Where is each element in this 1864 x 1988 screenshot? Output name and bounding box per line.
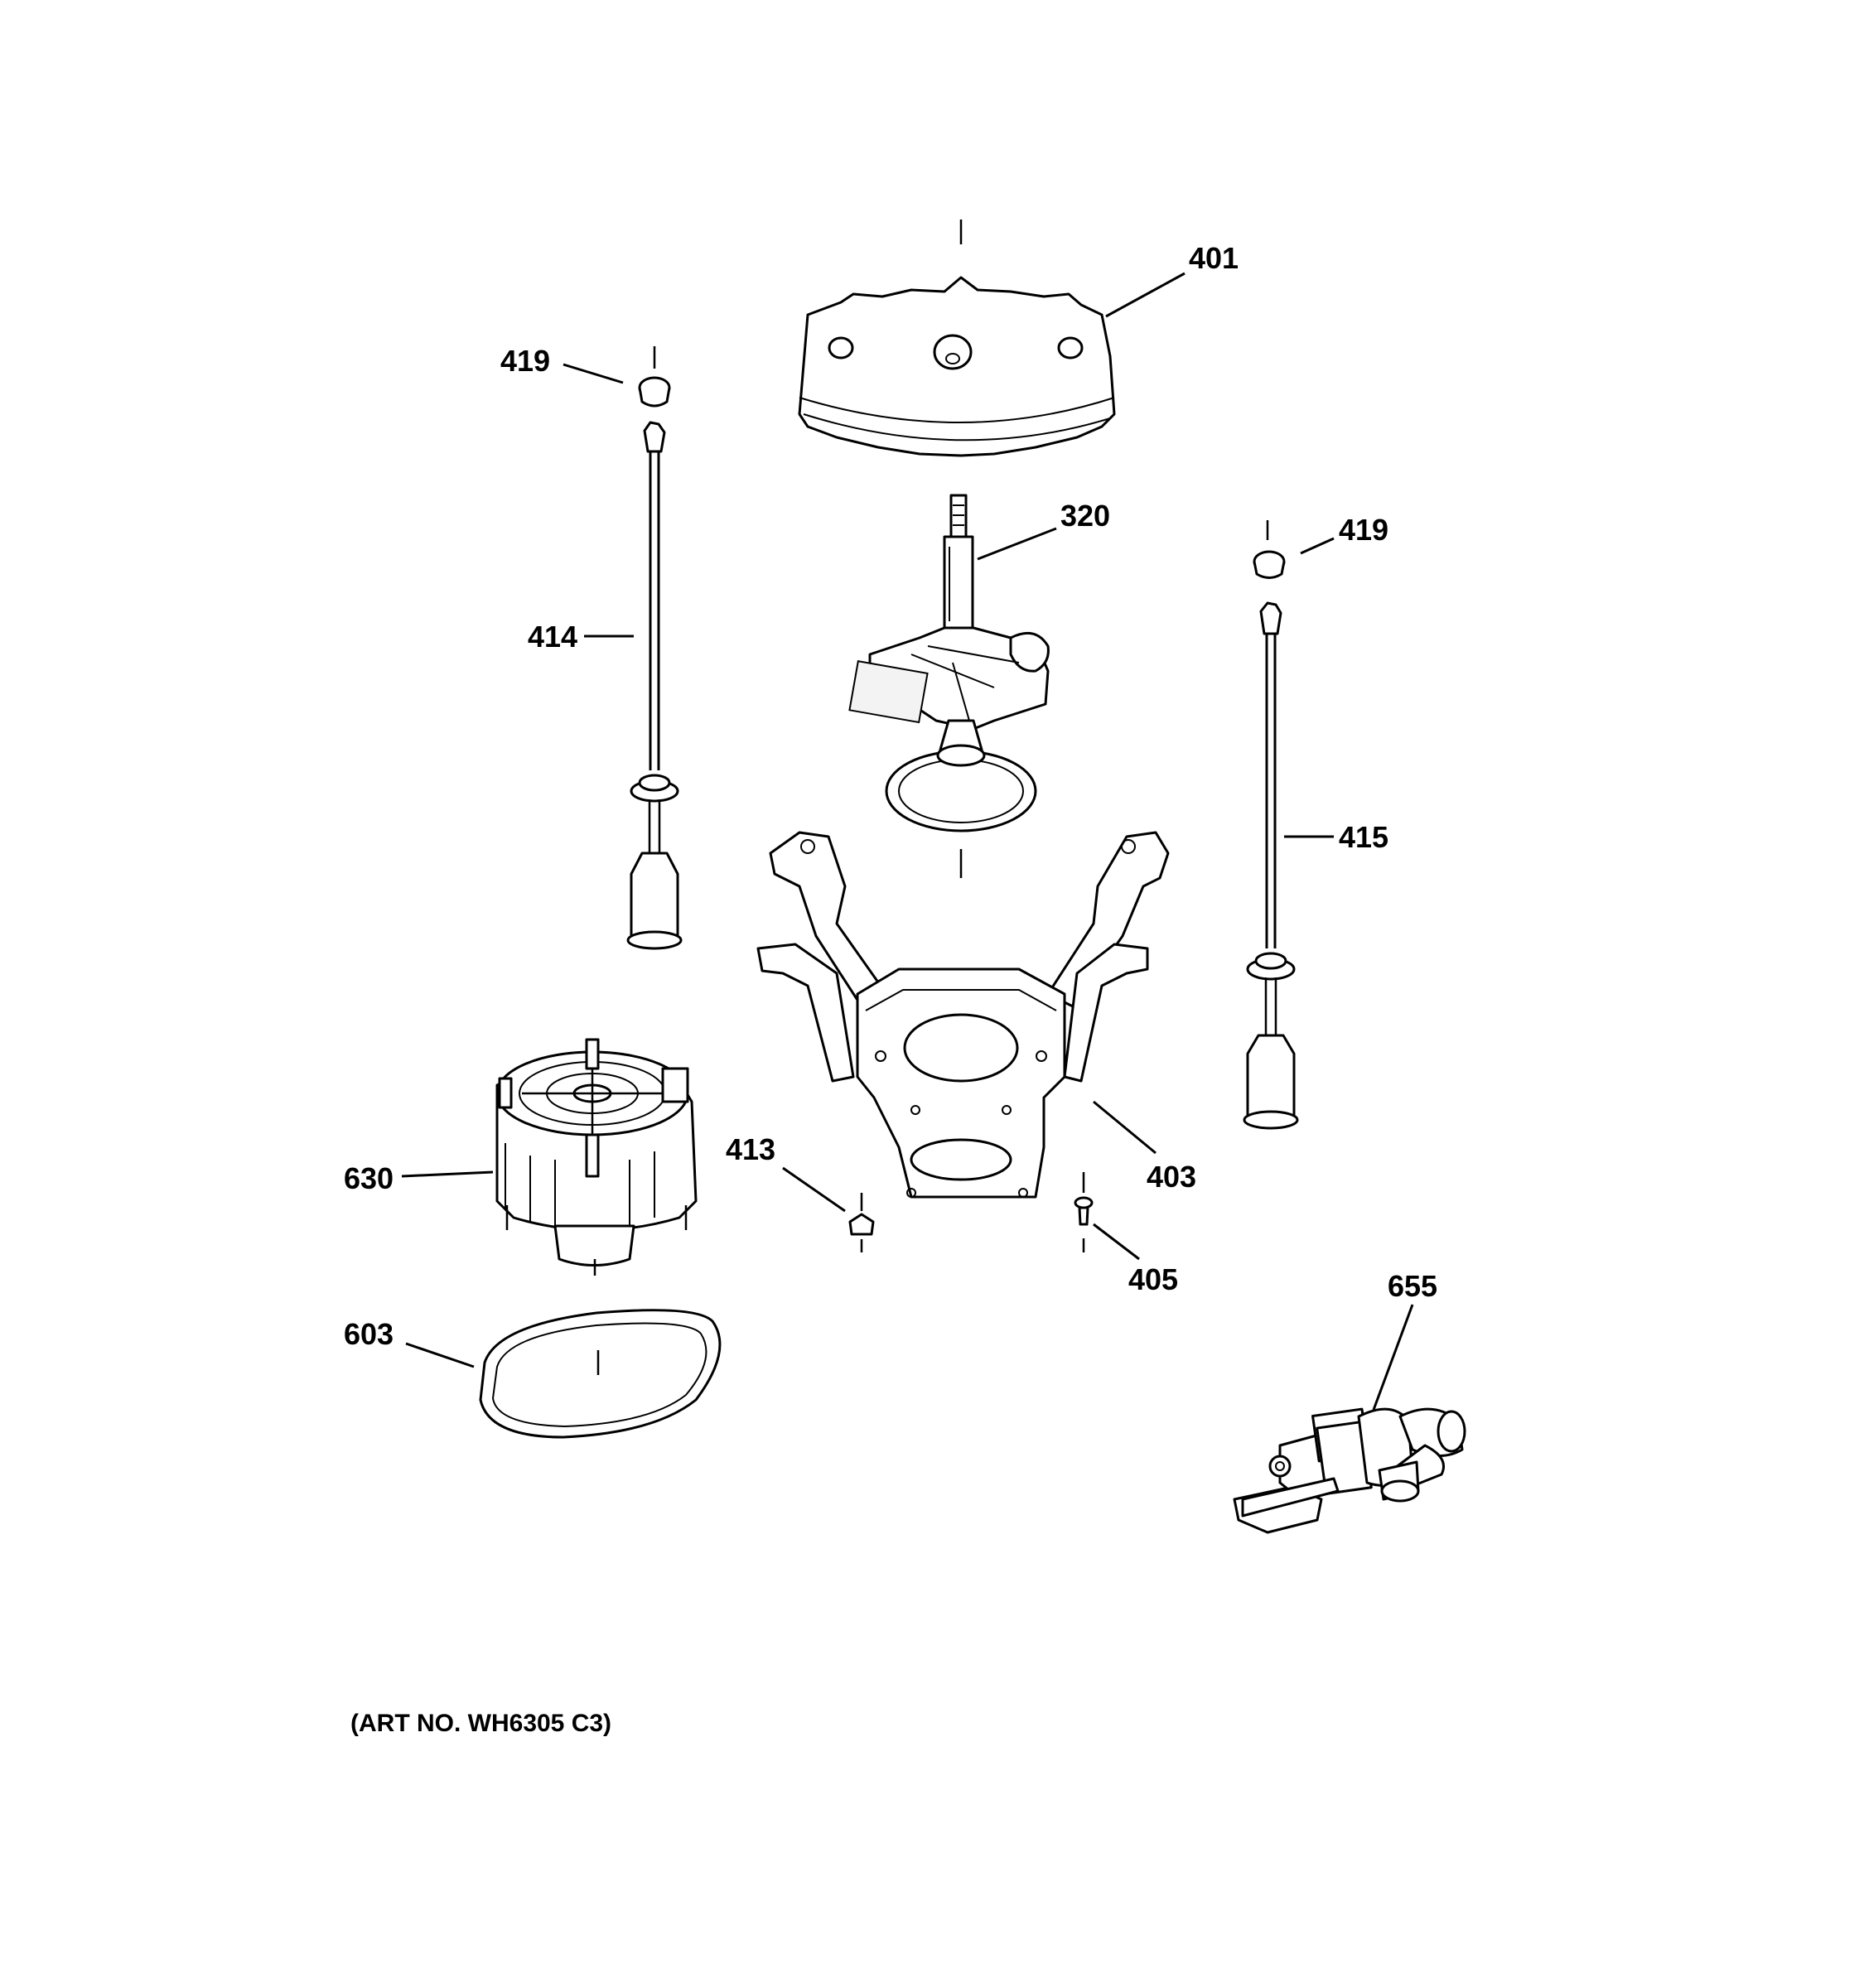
part-630-motor bbox=[401, 1038, 698, 1276]
art-number-caption: (ART NO. WH6305 C3) bbox=[350, 1710, 611, 1737]
callout-label-603: 603 bbox=[344, 1317, 394, 1351]
callout-label-415: 415 bbox=[1339, 820, 1388, 854]
callout-label-413: 413 bbox=[726, 1132, 775, 1166]
callout-label-414: 414 bbox=[528, 620, 577, 654]
callout-label-320: 320 bbox=[1060, 499, 1110, 533]
callout-label-655: 655 bbox=[1388, 1269, 1437, 1303]
callout-label-419-right: 419 bbox=[1339, 513, 1388, 547]
callout-labels: 401 419 320 419 414 415 630 413 403 405 … bbox=[344, 241, 1437, 1351]
callout-label-419-left: 419 bbox=[500, 344, 550, 378]
part-413-nut bbox=[782, 1166, 875, 1252]
part-419-cap-right bbox=[1253, 520, 1335, 579]
part-401-shield bbox=[798, 220, 1186, 457]
callout-label-405: 405 bbox=[1128, 1262, 1178, 1296]
part-403-mount-bracket bbox=[756, 831, 1170, 1199]
callout-label-401: 401 bbox=[1189, 241, 1239, 275]
part-405-screw bbox=[1074, 1172, 1140, 1261]
part-655-pump bbox=[1233, 1304, 1466, 1534]
part-414-suspension-rod bbox=[584, 421, 683, 950]
callout-label-630: 630 bbox=[344, 1161, 394, 1195]
part-603-belt bbox=[405, 1309, 722, 1439]
callout-label-403: 403 bbox=[1147, 1160, 1196, 1194]
part-415-suspension-rod bbox=[1243, 601, 1334, 1130]
part-320-transmission bbox=[848, 494, 1057, 878]
part-419-cap-left bbox=[563, 346, 671, 408]
